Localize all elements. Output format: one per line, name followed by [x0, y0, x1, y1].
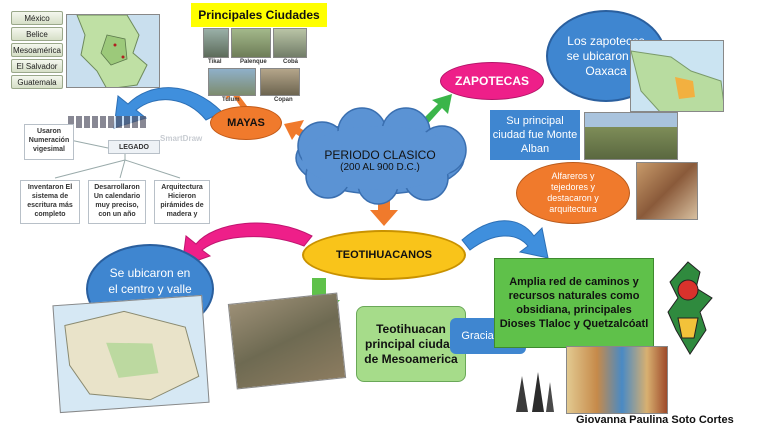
teotihuacanos-label: TEOTIHUACANOS [336, 249, 432, 261]
obsidian-points-illustration [516, 372, 554, 412]
author-name: Giovanna Paulina Soto Cortes [576, 414, 734, 426]
teoti-caminos-box: Amplia red de caminos y recursos natural… [494, 258, 654, 348]
zapotecas-node: ZAPOTECAS [440, 62, 544, 100]
mayas-label: MAYAS [227, 117, 265, 129]
zapotecas-ciudad: Su principal ciudad fue Monte Alban [492, 115, 578, 155]
legado-box: LEGADO [108, 140, 160, 154]
legado-inventaron: Inventaron El sistema de escritura más c… [20, 180, 80, 224]
smartdraw-watermark: SmartDraw [160, 134, 203, 143]
center-line1: PERIODO CLASICO [324, 147, 436, 162]
codex-illustration [566, 346, 668, 414]
caption-copan: Copan [274, 97, 293, 103]
maya-region-map [66, 14, 160, 88]
center-cloud-shape [295, 107, 467, 205]
oaxaca-map [630, 40, 724, 112]
teoti-caminos: Amplia red de caminos y recursos natural… [499, 276, 649, 330]
legado-icons [68, 116, 146, 128]
photo-tulum [208, 68, 256, 96]
artesanos-photo [636, 162, 698, 220]
legado-arquitectura: Arquitectura Hicieron pirámides de mader… [154, 180, 210, 224]
zapotecas-oficios-bubble: Alfareros y tejedores y destacaron y arq… [516, 162, 630, 224]
country-mesoamerica: Mesoamérica [11, 43, 63, 57]
photo-palenque [231, 28, 271, 58]
caption-palenque: Palenque [240, 59, 267, 65]
photo-coba [273, 28, 307, 58]
principales-ciudades-title: Principales Ciudades [191, 3, 327, 27]
arrow-teoti-caminos [461, 220, 549, 259]
arrow-center-teotihuacanos [370, 196, 398, 226]
teoti-ciudad-box: Teotihuacan principal ciudad de Mesoamer… [356, 306, 466, 382]
quetzalcoatl-illustration [667, 261, 713, 355]
monte-alban-photo [584, 112, 678, 160]
country-el-salvador: El Salvador [11, 59, 63, 73]
teotihuacan-aerial-photo [227, 292, 347, 390]
center-line2: (200 AL 900 D.C.) [340, 161, 420, 173]
legado-desarrollaron: Desarrollaron Un calendario muy preciso,… [88, 180, 146, 224]
center-cloud: PERIODO CLASICO (200 AL 900 D.C.) [298, 138, 462, 182]
zapotecas-ubicacion: Los zapotecos se ubicaron en Oaxaca [566, 33, 646, 78]
legado-usaron: Usaron Numeración vigesimal [24, 124, 74, 160]
mexico-valley-map [52, 294, 210, 414]
teoti-ciudad: Teotihuacan principal ciudad de Mesoamer… [364, 321, 458, 366]
caption-coba: Cobá [283, 59, 298, 65]
zapotecas-label: ZAPOTECAS [454, 74, 529, 88]
country-belice: Belice [11, 27, 63, 41]
mayas-node: MAYAS [210, 106, 282, 140]
zapotecas-ciudad-box: Su principal ciudad fue Monte Alban [490, 110, 580, 160]
country-guatemala: Guatemala [11, 75, 63, 89]
photo-tikal [203, 28, 229, 58]
caption-tulum: Tulum [222, 97, 240, 103]
zapotecas-oficios: Alfareros y tejedores y destacaron y arq… [547, 171, 599, 214]
caption-tikal: Tikal [208, 59, 222, 65]
photo-copan [260, 68, 300, 96]
teotihuacanos-node: TEOTIHUACANOS [302, 230, 466, 280]
country-mexico: México [11, 11, 63, 25]
